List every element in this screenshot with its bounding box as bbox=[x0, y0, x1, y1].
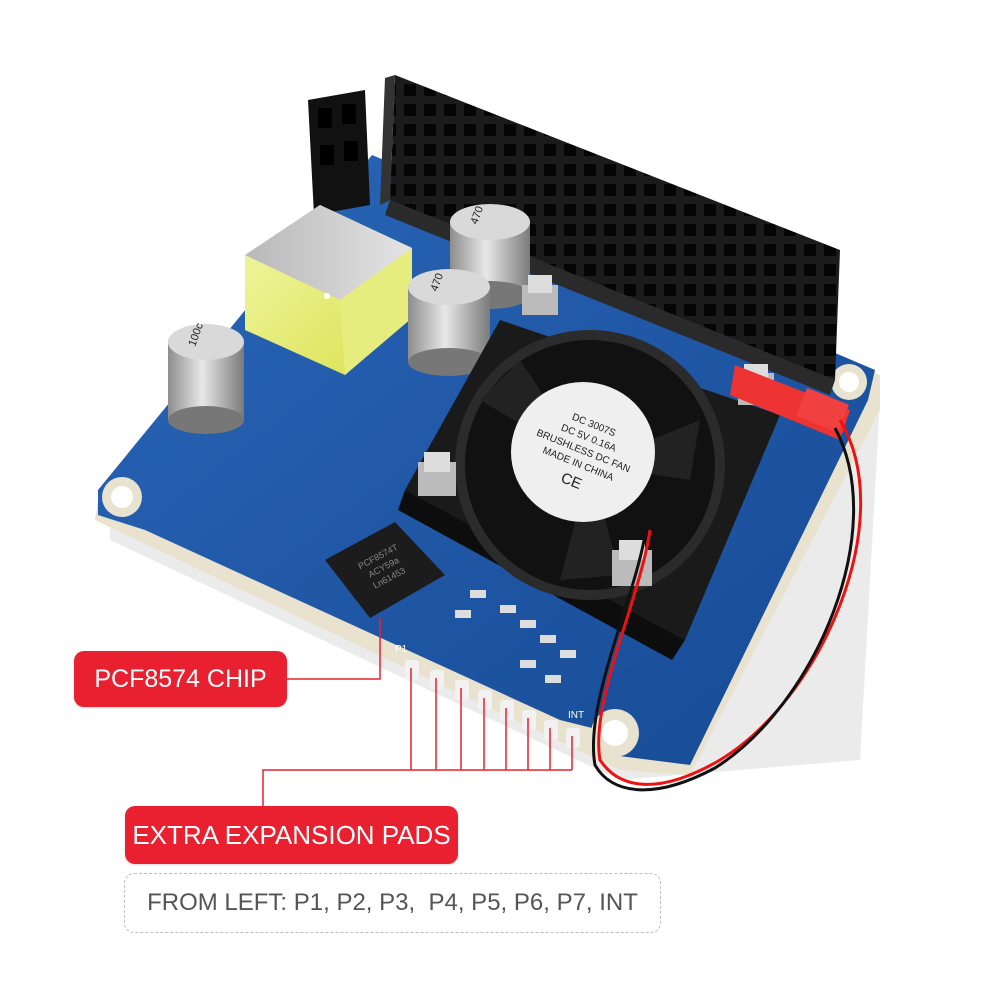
fan-wire-red bbox=[597, 419, 863, 786]
silkscreen-p1: P1 bbox=[395, 644, 408, 655]
svg-text:470: 470 bbox=[429, 272, 447, 293]
capacitor-3: 100c bbox=[168, 321, 244, 434]
silkscreen-int: INT bbox=[568, 710, 584, 721]
screw-1 bbox=[522, 275, 558, 315]
pcf8574-chip: PCF8574T ACY59a Ln61453 bbox=[325, 522, 445, 618]
mounting-hole-far bbox=[831, 364, 867, 400]
cooling-fan bbox=[398, 320, 780, 660]
transformer bbox=[245, 205, 412, 375]
mounting-hole-right bbox=[591, 709, 639, 757]
smd-components bbox=[455, 590, 576, 683]
fan-header-connector bbox=[308, 90, 370, 215]
pin-order-caption: FROM LEFT: P1, P2, P3, P4, P5, P6, P7, I… bbox=[124, 873, 661, 933]
expansion-pads-label: EXTRA EXPANSION PADS bbox=[125, 806, 458, 864]
fan-power-connector bbox=[730, 365, 850, 440]
capacitor-2: 470 bbox=[408, 269, 490, 376]
screw-3 bbox=[418, 452, 456, 496]
expansion-pads bbox=[405, 660, 580, 748]
mounting-hole-left bbox=[102, 477, 142, 517]
svg-text:CE: CE bbox=[558, 469, 584, 493]
svg-text:470: 470 bbox=[469, 205, 487, 226]
callout-lines bbox=[262, 618, 573, 806]
pcf8574-chip-label: PCF8574 CHIP bbox=[74, 651, 287, 707]
fan-wire-black bbox=[592, 427, 856, 792]
